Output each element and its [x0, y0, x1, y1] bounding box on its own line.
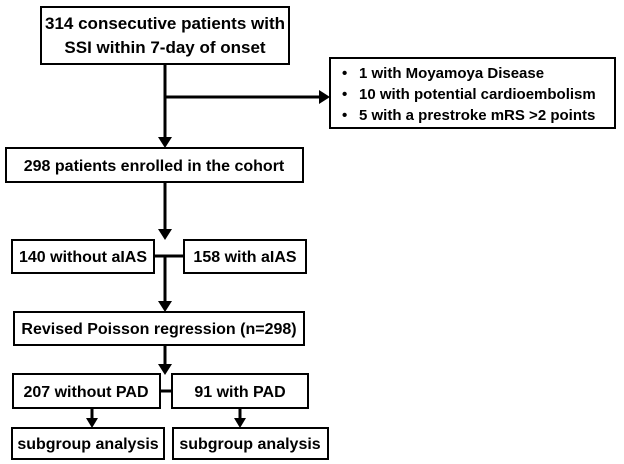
- with-aias-box: [183, 239, 307, 274]
- exclusion-box: • 1 with Moyamoya Disease • 10 with pote…: [329, 57, 616, 129]
- without-pad-label: 207 without PAD: [23, 384, 148, 401]
- right-subgroup-label: subgroup analysis: [179, 436, 320, 453]
- without-aias-box: [11, 239, 155, 274]
- exclusion-item-3: 5 with a prestroke mRS >2 points: [359, 107, 595, 124]
- start-box: 314 consecutive patients with SSI within…: [40, 6, 290, 65]
- with-aias-label: 158 with aIAS: [193, 249, 296, 266]
- cohort-box-label: 298 patients enrolled in the cohort: [24, 158, 285, 175]
- start-box-frame: [40, 6, 290, 65]
- exclusion-item-2: 10 with potential cardioembolism: [359, 86, 596, 103]
- exclusion-bullet-1: •: [342, 65, 347, 82]
- subgroup-row: subgroup analysis subgroup analysis: [11, 427, 329, 460]
- regression-box: Revised Poisson regression (n=298): [13, 311, 305, 346]
- aias-split: 140 without aIAS 158 with aIAS: [11, 239, 307, 274]
- left-subgroup-label: subgroup analysis: [17, 436, 158, 453]
- arrow-to-exclusion-head: [319, 90, 330, 104]
- start-box-line2: SSI within 7-day of onset: [64, 38, 266, 57]
- with-pad-label: 91 with PAD: [194, 384, 285, 401]
- arrow-split-to-regression-head: [158, 301, 172, 312]
- with-pad-box: [171, 373, 309, 409]
- arrow-right-subgroup-head: [234, 418, 246, 428]
- cohort-box: 298 patients enrolled in the cohort: [5, 147, 304, 183]
- exclusion-bullet-2: •: [342, 86, 347, 103]
- arrow-left-subgroup-head: [86, 418, 98, 428]
- exclusion-bullet-3: •: [342, 107, 347, 124]
- regression-box-label: Revised Poisson regression (n=298): [21, 321, 296, 338]
- arrow-regression-to-pad-head: [158, 364, 172, 375]
- pad-split: 207 without PAD 91 with PAD: [12, 373, 309, 409]
- right-subgroup-box: [172, 427, 329, 460]
- exclusion-box-frame: [329, 57, 616, 129]
- exclusion-item-1: 1 with Moyamoya Disease: [359, 65, 544, 82]
- arrow-cohort-to-split-head: [158, 229, 172, 240]
- start-box-line1: 314 consecutive patients with: [45, 14, 285, 33]
- arrow-start-to-cohort-head: [158, 137, 172, 148]
- without-aias-label: 140 without aIAS: [19, 249, 147, 266]
- cohort-box-frame: [5, 147, 304, 183]
- regression-box-frame: [13, 311, 305, 346]
- left-subgroup-box: [11, 427, 165, 460]
